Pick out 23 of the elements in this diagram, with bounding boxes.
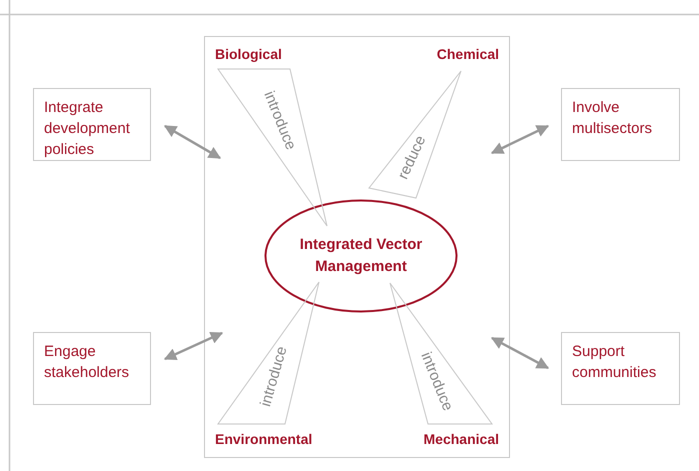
double-arrow xyxy=(164,332,224,360)
double-arrow xyxy=(490,124,550,154)
double-arrow xyxy=(490,336,550,370)
category-label: Environmental xyxy=(215,431,314,447)
wedge-connector xyxy=(217,68,328,226)
action-text: Support communities xyxy=(572,342,658,383)
action-box xyxy=(561,88,680,161)
wedge-connector xyxy=(368,70,462,199)
action-box xyxy=(33,88,151,161)
edge-label: reduce xyxy=(394,132,430,182)
double-arrow xyxy=(164,124,222,160)
action-box xyxy=(33,332,151,405)
wedge-connector xyxy=(390,282,493,424)
action-text: Engage stakeholders xyxy=(44,342,130,383)
frame-box xyxy=(204,36,510,458)
wedge-connector xyxy=(217,282,320,424)
category-label: Chemical xyxy=(436,46,499,62)
category-label: Mechanical xyxy=(422,431,499,447)
action-text: Integrate development policies xyxy=(44,98,131,160)
center-title: Integrated Vector Management xyxy=(298,235,424,277)
action-box xyxy=(561,332,680,405)
action-text: Involve multisectors xyxy=(572,98,654,139)
category-label: Biological xyxy=(215,46,283,62)
